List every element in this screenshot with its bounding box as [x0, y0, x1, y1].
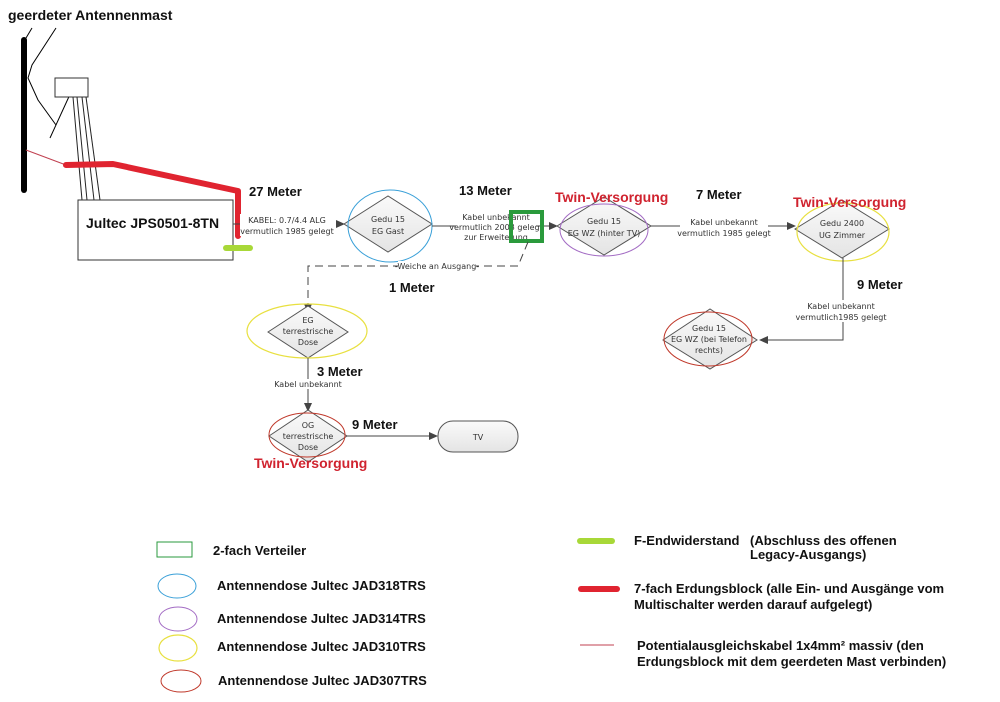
node-wztel-l3: rechts) — [695, 346, 723, 355]
legend-ground-b: Multischalter werden darauf aufgelegt) — [634, 597, 872, 612]
cable-note-2c: zur Erweiterung — [464, 233, 528, 242]
legend-jad318-label: Antennendose Jultec JAD318TRS — [217, 578, 426, 593]
cable-note-3a: Kabel unbekannt — [690, 218, 758, 227]
twin-label-1: Twin-Versorgung — [555, 189, 668, 205]
node-ogterr-l3: Dose — [298, 443, 318, 452]
cable-note-5: Kabel unbekannt — [274, 380, 342, 389]
cable-9m-a — [759, 258, 844, 344]
length-9m-b: 9 Meter — [352, 417, 398, 432]
length-1m: 1 Meter — [389, 280, 435, 295]
legend-right: F-Endwiderstand (Abschluss des offenen L… — [577, 533, 946, 669]
twin-label-3: Twin-Versorgung — [254, 455, 367, 471]
multiswitch-label: Jultec JPS0501-8TN — [86, 215, 219, 231]
legend-jad307-label: Antennendose Jultec JAD307TRS — [218, 673, 427, 688]
node-tv[interactable]: TV — [437, 420, 519, 453]
node-ogterr-l2: terrestrische — [283, 432, 334, 441]
length-3m: 3 Meter — [317, 364, 363, 379]
node-ug-zimmer[interactable]: Gedu 2400 UG Zimmer — [794, 199, 890, 262]
node-egterr-l1: EG — [302, 316, 313, 325]
lnb-cables — [72, 96, 101, 201]
node-eg-wz-telefon[interactable]: Gedu 15 EG WZ (bei Telefon rechts) — [662, 308, 758, 370]
node-gast-l1: Gedu 15 — [371, 215, 405, 224]
legend-jad310-label: Antennendose Jultec JAD310TRS — [217, 639, 426, 654]
node-wztv-l2: EG WZ (hinter TV) — [568, 229, 641, 238]
cable-note-1b: vermutlich 1985 gelegt — [240, 227, 334, 236]
legend-jad318-swatch — [157, 573, 197, 599]
legend-terminator-a: F-Endwiderstand — [634, 533, 740, 548]
length-9m-a: 9 Meter — [857, 277, 903, 292]
legend-left: 2-fach Verteiler Antennendose Jultec JAD… — [156, 541, 427, 693]
node-ogterr-l1: OG — [302, 421, 315, 430]
multiswitch-box — [77, 199, 234, 261]
node-ug-l1: Gedu 2400 — [820, 219, 864, 228]
splitter-2way[interactable] — [509, 210, 544, 243]
legend-equi-a: Potentialausgleichskabel 1x4mm² massiv (… — [637, 638, 924, 653]
length-27m: 27 Meter — [249, 184, 302, 199]
legend-ground-a: 7-fach Erdungsblock (alle Ein- und Ausgä… — [634, 581, 944, 596]
tv-label: TV — [472, 433, 484, 442]
mast-title: geerdeter Antennenmast — [8, 7, 173, 23]
cable-note-3b: vermutlich 1985 gelegt — [677, 229, 771, 238]
node-eg-terrestrisch[interactable]: EG terrestrische Dose — [246, 303, 368, 359]
length-7m: 7 Meter — [696, 187, 742, 202]
equipotential-cable — [25, 149, 67, 166]
legend-terminator-b: (Abschluss des offenen — [750, 533, 897, 548]
node-ug-l2: UG Zimmer — [819, 231, 866, 240]
lnb-box — [54, 77, 89, 98]
node-egterr-l3: Dose — [298, 338, 318, 347]
legend-jad310-swatch — [158, 634, 198, 662]
legend-splitter-label: 2-fach Verteiler — [213, 543, 306, 558]
legend-jad307-swatch — [160, 669, 202, 693]
cable-note-2a: Kabel unbekannt — [462, 213, 530, 222]
twin-label-2: Twin-Versorgung — [793, 194, 906, 210]
node-eg-gast[interactable]: Gedu 15 EG Gast — [343, 189, 433, 263]
cable-note-1a: KABEL: 0.7/4.4 ALG — [248, 216, 326, 225]
legend-terminator-c: Legacy-Ausgangs) — [750, 547, 866, 562]
node-eg-wz-tv[interactable]: Gedu 15 EG WZ (hinter TV) — [556, 196, 652, 257]
length-13m: 13 Meter — [459, 183, 512, 198]
legend-splitter-swatch — [156, 541, 193, 558]
cable-note-4b: vermutlich1985 gelegt — [796, 313, 887, 322]
legend-equi-b: Erdungsblock mit dem geerdeten Mast verb… — [637, 654, 946, 669]
node-wztv-l1: Gedu 15 — [587, 217, 621, 226]
node-wztel-l2: EG WZ (bei Telefon — [671, 335, 747, 344]
weiche-note: -Weiche an Ausgang- — [395, 262, 479, 271]
cable-note-2b: vermutlich 2003 gelegt — [449, 223, 543, 232]
legend-jad314-swatch — [158, 606, 198, 632]
antenna-mast — [21, 27, 73, 193]
node-egterr-l2: terrestrische — [283, 327, 334, 336]
cable-note-4a: Kabel unbekannt — [807, 302, 875, 311]
node-gast-l2: EG Gast — [372, 227, 404, 236]
node-wztel-l1: Gedu 15 — [692, 324, 726, 333]
node-og-terrestrisch[interactable]: OG terrestrische Dose — [268, 409, 348, 463]
ground-block — [63, 161, 241, 239]
legend-jad314-label: Antennendose Jultec JAD314TRS — [217, 611, 426, 626]
